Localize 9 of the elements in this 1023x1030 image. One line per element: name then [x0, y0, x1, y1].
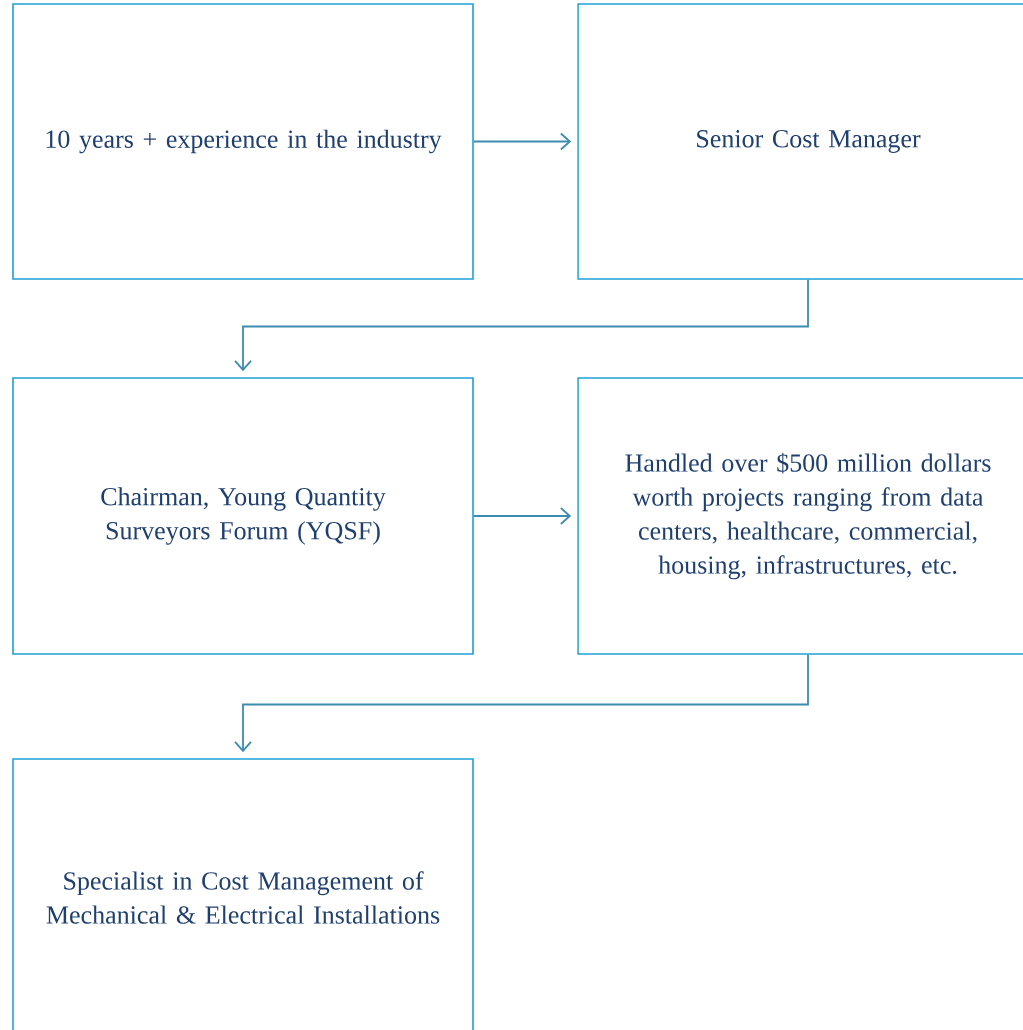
process-box: Chairman, Young Quantity Surveyors Forum (YQSF) — [12, 377, 474, 655]
process-box: Specialist in Cost Management of Mechanical & Electrical Installations — [12, 758, 474, 1030]
process-box: Senior Cost Manager — [577, 3, 1023, 280]
arrow — [472, 507, 572, 525]
arrow — [234, 278, 809, 372]
process-box: 10 years + experience in the industry — [12, 3, 474, 280]
process-box: Handled over $500 million dollars worth projects ranging from data centers, healthcare, commercial, housing, infrastructures, etc. — [577, 377, 1023, 655]
arrow — [472, 132, 572, 151]
arrow — [234, 653, 809, 753]
